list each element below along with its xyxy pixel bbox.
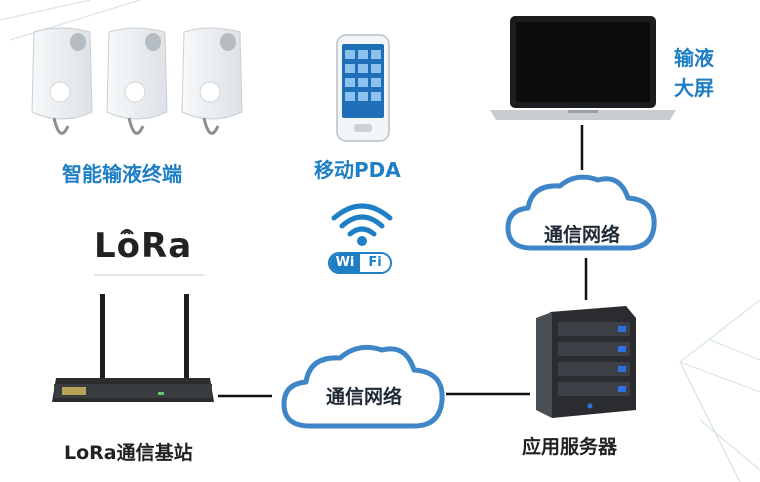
- wifi-logo-right: Fi: [360, 254, 390, 272]
- infusion-screen-label-line1: 输液: [674, 46, 714, 70]
- network-top-label: 通信网络: [543, 224, 620, 246]
- wifi-logo-left: Wi: [330, 254, 360, 272]
- smart-terminal-label: 智能输液终端: [62, 162, 182, 186]
- laptop-icon: [490, 16, 676, 120]
- wifi-icon: [331, 203, 393, 246]
- infusion-screen-label-line2: 大屏: [674, 76, 714, 100]
- lora-base-station-label: LoRa通信基站: [64, 442, 193, 464]
- lora-underline: [94, 274, 204, 276]
- network-bottom-label: 通信网络: [325, 386, 402, 408]
- cloud-icon: [505, 174, 657, 251]
- lora-logo: LoRa: [94, 226, 193, 266]
- wifi-logo: Wi Fi: [328, 252, 392, 274]
- pda-icon: [336, 34, 390, 142]
- cloud-icon: [281, 344, 445, 429]
- lora-signal-icon: [120, 229, 134, 235]
- server-icon: [536, 306, 636, 418]
- app-server-label: 应用服务器: [522, 436, 618, 458]
- mobile-pda-label: 移动PDA: [314, 158, 401, 182]
- infusion-terminal-icon: [31, 27, 243, 135]
- router-icon: [52, 294, 214, 402]
